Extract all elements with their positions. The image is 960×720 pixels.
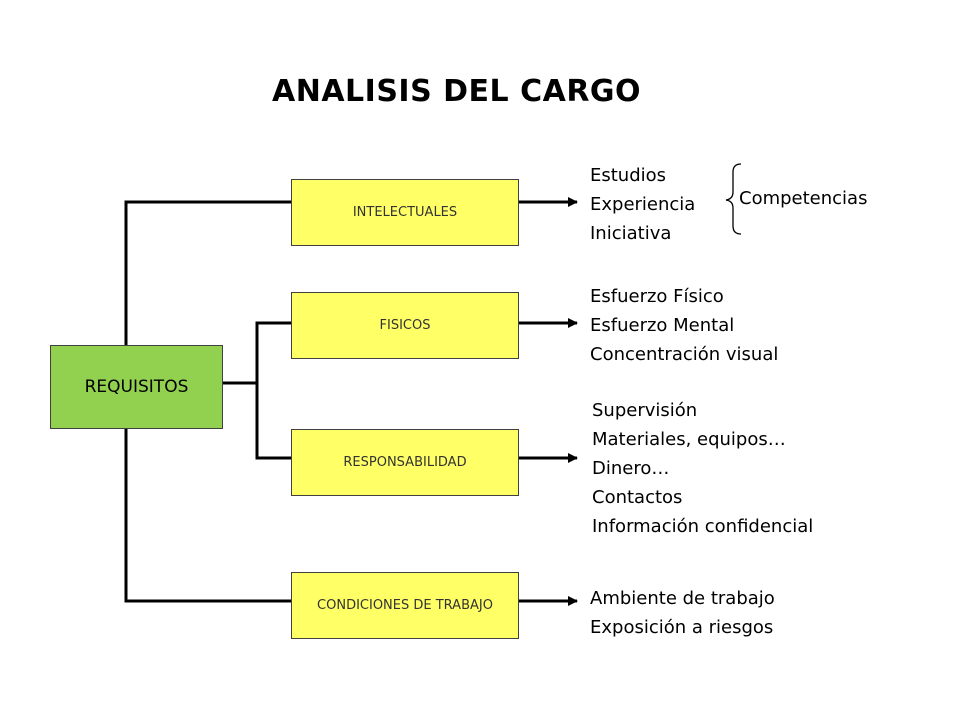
connector-fisicos xyxy=(255,321,291,460)
item-list-condiciones-de-trabajo: Ambiente de trabajo Exposición a riesgos xyxy=(590,584,775,642)
list-item: Materiales, equipos… xyxy=(592,429,786,450)
list-item: Dinero… xyxy=(592,458,670,479)
list-item: Supervisión xyxy=(592,400,698,421)
list-item: Esfuerzo Físico xyxy=(590,286,724,307)
list-item: Ambiente de trabajo xyxy=(590,588,775,609)
list-item: Estudios xyxy=(590,165,667,186)
list-item: Exposición a riesgos xyxy=(590,617,774,638)
list-item: Iniciativa xyxy=(590,223,672,244)
category-box-responsabilidad: RESPONSABILIDAD xyxy=(291,429,519,496)
list-item: Experiencia xyxy=(590,194,696,215)
list-item: Contactos xyxy=(592,487,683,508)
category-box-condiciones-de-trabajo: CONDICIONES DE TRABAJO xyxy=(291,572,519,639)
list-item: Información confidencial xyxy=(592,516,814,537)
connector-condiciones xyxy=(124,429,291,603)
item-list-fisicos: Esfuerzo Físico Esfuerzo Mental Concentr… xyxy=(590,282,778,369)
competencias-brace xyxy=(725,163,742,235)
list-item: Esfuerzo Mental xyxy=(590,315,735,336)
page-title: ANALISIS DEL CARGO xyxy=(272,74,642,109)
connector-intelectuales xyxy=(124,200,291,345)
item-list-intelectuales: Estudios Experiencia Iniciativa xyxy=(590,161,695,248)
category-box-intelectuales: INTELECTUALES xyxy=(291,179,519,246)
category-box-fisicos: FISICOS xyxy=(291,292,519,359)
competencias-label: Competencias xyxy=(739,188,868,209)
requisitos-box: REQUISITOS xyxy=(50,345,223,429)
list-item: Concentración visual xyxy=(590,344,779,365)
item-list-responsabilidad: Supervisión Materiales, equipos… Dinero…… xyxy=(592,396,813,541)
